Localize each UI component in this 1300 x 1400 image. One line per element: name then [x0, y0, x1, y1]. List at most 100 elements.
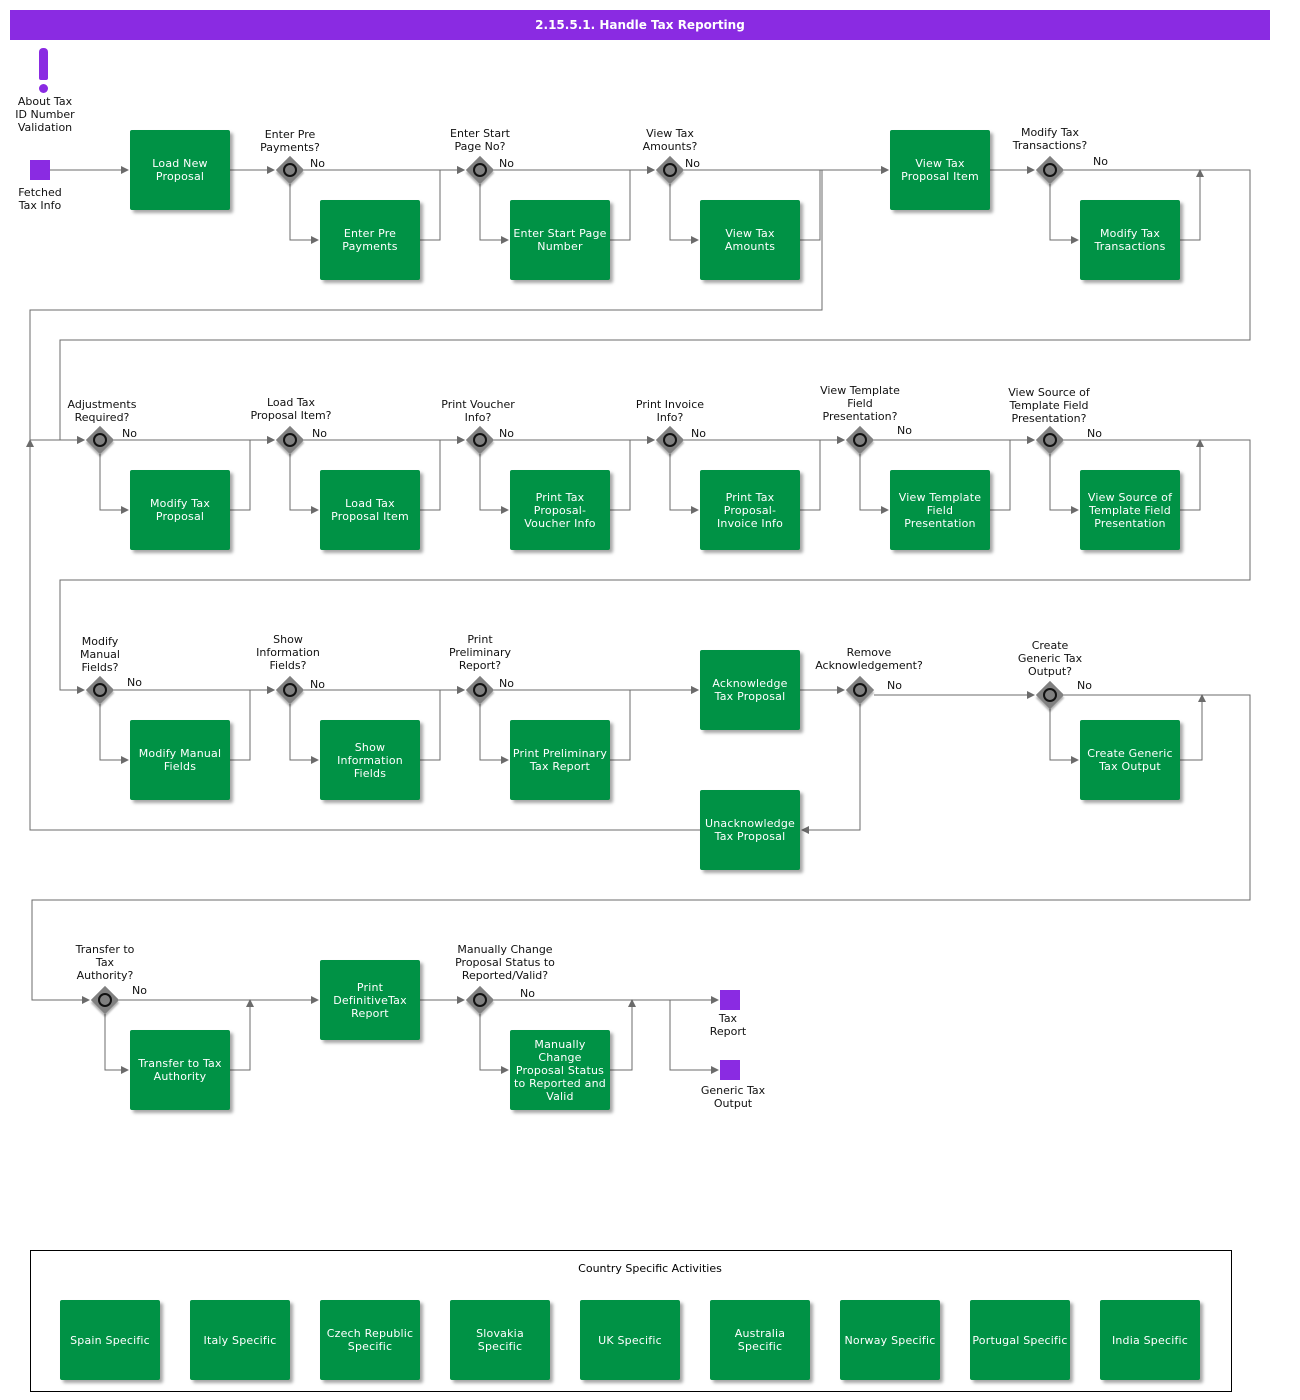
flow-prepay-merge — [420, 166, 465, 241]
no-label: No — [685, 157, 700, 170]
gateway-label: Enter Pre Payments? — [260, 128, 320, 154]
flow-r3q1-yes — [99, 704, 129, 764]
task-view-tax-amounts[interactable]: View Tax Amounts — [700, 200, 800, 280]
task-create-generic-tax-output[interactable]: Create Generic Tax Output — [1080, 720, 1180, 800]
flow-q4-no — [59, 169, 1251, 444]
gateway-label: Adjustments Required? — [67, 398, 137, 424]
gateway-modify-manual-fields[interactable] — [85, 675, 115, 705]
gateway-manually-change-status[interactable] — [465, 985, 495, 1015]
task-view-template-field[interactable]: View Template Field Presentation — [890, 470, 990, 550]
start-event[interactable] — [30, 160, 50, 180]
flow-r2q2-yes — [289, 454, 319, 514]
gateway-enter-start-page[interactable] — [465, 155, 495, 185]
gateway-load-tax-proposal-item[interactable] — [275, 425, 305, 455]
flow-r2q6-no — [59, 439, 1251, 694]
task-print-definitive-tax-report[interactable]: Print DefinitiveTax Report — [320, 960, 420, 1040]
flow-r3t3-merge — [610, 686, 699, 761]
task-load-new-proposal[interactable]: Load New Proposal — [130, 130, 230, 210]
flow-r2q4-yes — [669, 454, 699, 514]
flow-r3q5-yes — [1049, 704, 1079, 764]
no-label: No — [1093, 155, 1108, 168]
flow-r2t1-merge — [230, 436, 275, 511]
gateway-label: Transfer to Tax Authority? — [75, 943, 135, 982]
task-norway-specific[interactable]: Norway Specific — [840, 1300, 940, 1380]
task-india-specific[interactable]: India Specific — [1100, 1300, 1200, 1380]
task-load-tax-proposal-item[interactable]: Load Tax Proposal Item — [320, 470, 420, 550]
gateway-view-tax-amounts[interactable] — [655, 155, 685, 185]
no-label: No — [310, 157, 325, 170]
task-modify-tax-proposal[interactable]: Modify Tax Proposal — [130, 470, 230, 550]
no-label: No — [1077, 679, 1092, 692]
group-title: Country Specific Activities — [578, 1262, 722, 1275]
no-label: No — [132, 984, 147, 997]
task-unacknowledge-tax-proposal[interactable]: Unacknowledge Tax Proposal — [700, 790, 800, 870]
task-enter-pre-payments[interactable]: Enter Pre Payments — [320, 200, 420, 280]
task-view-tax-proposal-item[interactable]: View Tax Proposal Item — [890, 130, 990, 210]
task-acknowledge-tax-proposal[interactable]: Acknowledge Tax Proposal — [700, 650, 800, 730]
task-print-preliminary-report[interactable]: Print Preliminary Tax Report — [510, 720, 610, 800]
end-event-generic-tax-output[interactable] — [720, 1060, 740, 1080]
task-manually-change-status[interactable]: Manually Change Proposal Status to Repor… — [510, 1030, 610, 1110]
gateway-view-source[interactable] — [1035, 425, 1065, 455]
task-australia-specific[interactable]: Australia Specific — [710, 1300, 810, 1380]
task-slovakia-specific[interactable]: Slovakia Specific — [450, 1300, 550, 1380]
task-print-invoice-info[interactable]: Print Tax Proposal- Invoice Info — [700, 470, 800, 550]
task-italy-specific[interactable]: Italy Specific — [190, 1300, 290, 1380]
annotation-label: About Tax ID Number Validation — [15, 95, 75, 134]
gateway-enter-pre-payments[interactable] — [275, 155, 305, 185]
no-label: No — [520, 987, 535, 1000]
gateway-label: Modify Tax Transactions? — [1012, 126, 1088, 152]
gateway-print-voucher[interactable] — [465, 425, 495, 455]
end-event-tax-report[interactable] — [720, 990, 740, 1010]
flow-r2t4-merge — [800, 436, 845, 511]
flow-r2t3-merge — [610, 436, 655, 511]
flow-modifytrans-merge — [1180, 169, 1204, 241]
flow-r3q3-yes — [479, 704, 509, 764]
no-label: No — [127, 676, 142, 689]
flow-startpage-merge — [610, 166, 655, 241]
flow-to-generic-end — [669, 1000, 719, 1074]
no-label: No — [499, 157, 514, 170]
gateway-remove-acknowledgement[interactable] — [845, 675, 875, 705]
task-modify-manual-fields[interactable]: Modify Manual Fields — [130, 720, 230, 800]
gateway-adjustments[interactable] — [85, 425, 115, 455]
flow-unack-loop — [26, 439, 700, 831]
end-event-label: Generic Tax Output — [700, 1084, 766, 1110]
gateway-create-generic[interactable] — [1035, 680, 1065, 710]
no-label: No — [897, 424, 912, 437]
gateway-show-information[interactable] — [275, 675, 305, 705]
gateway-label: Print Voucher Info? — [441, 398, 515, 424]
task-uk-specific[interactable]: UK Specific — [580, 1300, 680, 1380]
task-portugal-specific[interactable]: Portugal Specific — [970, 1300, 1070, 1380]
gateway-label: Enter Start Page No? — [450, 127, 510, 153]
page-title: 2.15.5.1. Handle Tax Reporting — [10, 10, 1270, 40]
exclamation-icon[interactable] — [33, 48, 55, 94]
gateway-modify-tax-transactions[interactable] — [1035, 155, 1065, 185]
task-view-source-template[interactable]: View Source of Template Field Presentati… — [1080, 470, 1180, 550]
gateway-print-invoice[interactable] — [655, 425, 685, 455]
no-label: No — [312, 427, 327, 440]
gateway-label: Print Preliminary Report? — [448, 633, 512, 672]
flow-r3q2-yes — [289, 704, 319, 764]
task-show-information-fields[interactable]: Show Information Fields — [320, 720, 420, 800]
flow-r2q3-yes — [479, 454, 509, 514]
flow-r2q5-yes — [859, 454, 889, 514]
flow-q3-yes — [669, 184, 699, 244]
flow-q4-yes — [1049, 184, 1079, 244]
flow-r3t1-merge — [230, 686, 275, 761]
flow-q1-yes — [289, 184, 319, 244]
task-spain-specific[interactable]: Spain Specific — [60, 1300, 160, 1380]
task-print-voucher-info[interactable]: Print Tax Proposal- Voucher Info — [510, 470, 610, 550]
gateway-print-preliminary[interactable] — [465, 675, 495, 705]
gateway-transfer-to-tax-authority[interactable] — [90, 985, 120, 1015]
task-transfer-to-tax-authority[interactable]: Transfer to Tax Authority — [130, 1030, 230, 1110]
gateway-label: Create Generic Tax Output? — [1017, 639, 1083, 678]
flow-r4q2-yes — [479, 1014, 509, 1074]
flow-r2q6-yes — [1049, 454, 1079, 514]
task-czech-specific[interactable]: Czech Republic Specific — [320, 1300, 420, 1380]
gateway-label: Manually Change Proposal Status to Repor… — [455, 943, 555, 982]
task-enter-start-page[interactable]: Enter Start Page Number — [510, 200, 610, 280]
task-modify-tax-transactions[interactable]: Modify Tax Transactions — [1080, 200, 1180, 280]
gateway-view-template[interactable] — [845, 425, 875, 455]
